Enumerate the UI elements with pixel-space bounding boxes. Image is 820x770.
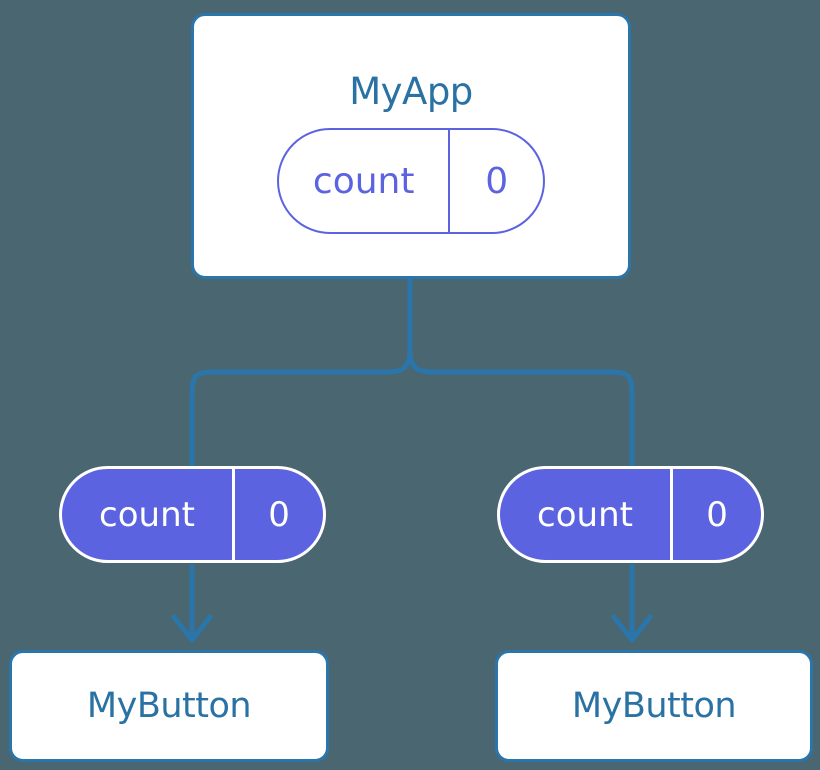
- arrow-head-left-icon: [171, 614, 213, 643]
- component-card-mybutton-left[interactable]: MyButton: [9, 650, 329, 762]
- state-pill-child-right[interactable]: count 0: [497, 466, 764, 563]
- arrow-head-right-icon: [611, 614, 653, 643]
- state-value: 0: [485, 160, 509, 202]
- state-key: count: [62, 469, 236, 560]
- component-title-mybutton: MyButton: [571, 686, 737, 726]
- component-card-myapp[interactable]: MyApp: [191, 13, 631, 279]
- state-key: count: [500, 469, 674, 560]
- state-value: 0: [268, 494, 290, 535]
- state-pill-root[interactable]: count 0: [277, 128, 545, 234]
- state-key: count: [279, 130, 451, 232]
- connector-root-split-left: [189, 347, 413, 469]
- component-title-mybutton: MyButton: [86, 686, 252, 726]
- component-title-myapp: MyApp: [349, 70, 473, 113]
- state-pill-child-left[interactable]: count 0: [59, 466, 326, 563]
- connector-root-split: [407, 276, 635, 469]
- state-value: 0: [706, 494, 728, 535]
- component-card-mybutton-right[interactable]: MyButton: [495, 650, 813, 762]
